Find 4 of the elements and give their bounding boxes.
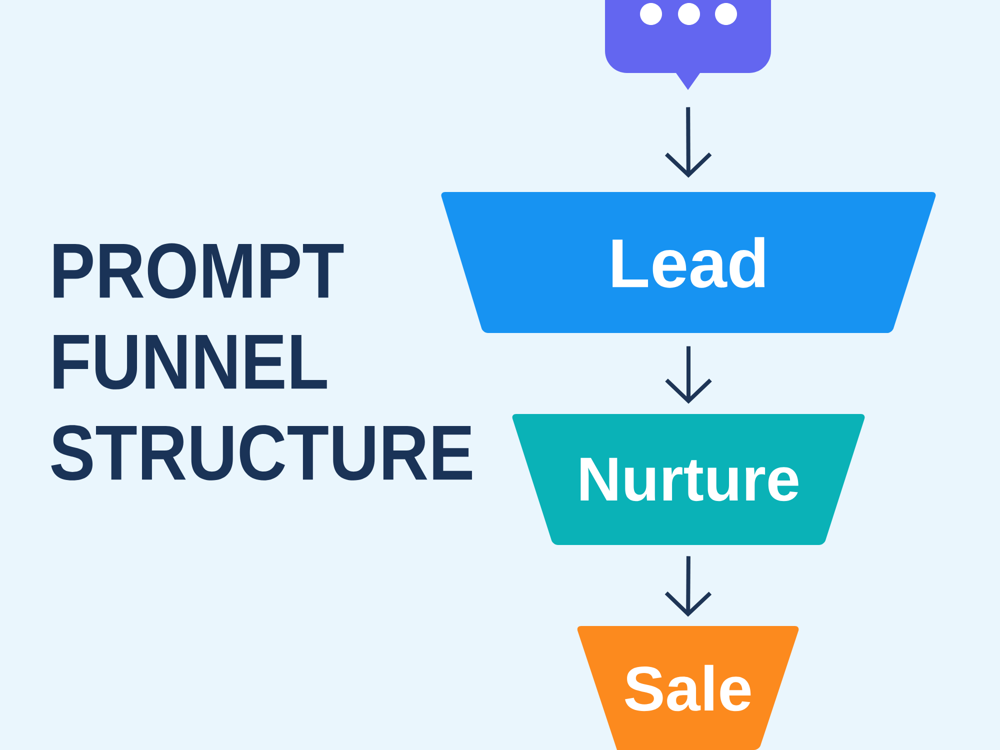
funnel-stage: Nurture bbox=[512, 414, 865, 545]
funnel-stage: Lead bbox=[441, 192, 936, 333]
chat-bubble-icon bbox=[605, 0, 771, 90]
funnel-stage: Sale bbox=[577, 626, 799, 750]
